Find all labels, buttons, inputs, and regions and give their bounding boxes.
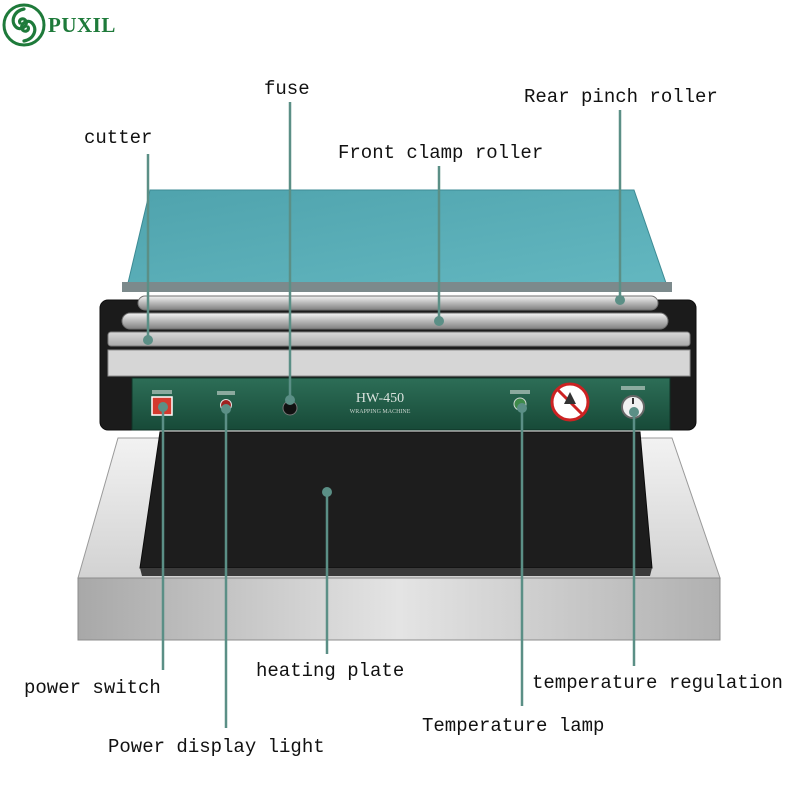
brand-logo: PUXIL xyxy=(2,2,116,48)
label-temperature-regulation: temperature regulation xyxy=(532,672,783,694)
rear-pinch-roller xyxy=(137,295,659,311)
swirl-logo-icon xyxy=(2,3,46,47)
heating-plate-edge xyxy=(140,568,652,576)
model-subtitle: WRAPPING MACHINE xyxy=(350,409,411,415)
power-switch[interactable] xyxy=(151,396,173,416)
label-temperature-lamp: Temperature lamp xyxy=(422,715,605,737)
heating-plate xyxy=(139,431,653,569)
fuse[interactable] xyxy=(282,400,298,416)
front-clamp-roller xyxy=(121,312,669,330)
base-tray-front xyxy=(77,577,721,641)
label-rear-pinch-roller: Rear pinch roller xyxy=(524,86,718,108)
label-power-display-light: Power display light xyxy=(108,736,325,758)
label-power-switch: power switch xyxy=(24,677,161,699)
label-fuse: fuse xyxy=(264,78,310,100)
label-cutter: cutter xyxy=(84,127,153,149)
top-cover-plate xyxy=(127,189,667,284)
model-name: HW-450 xyxy=(356,391,404,406)
front-lip xyxy=(107,349,691,377)
label-heating-plate: heating plate xyxy=(256,660,405,682)
temperature-lamp xyxy=(513,397,527,411)
cutter-bar xyxy=(107,331,691,347)
power-display-light xyxy=(220,399,232,411)
top-cover-rim xyxy=(122,282,672,292)
brand-name: PUXIL xyxy=(48,12,116,37)
label-front-clamp-roller: Front clamp roller xyxy=(338,142,544,164)
